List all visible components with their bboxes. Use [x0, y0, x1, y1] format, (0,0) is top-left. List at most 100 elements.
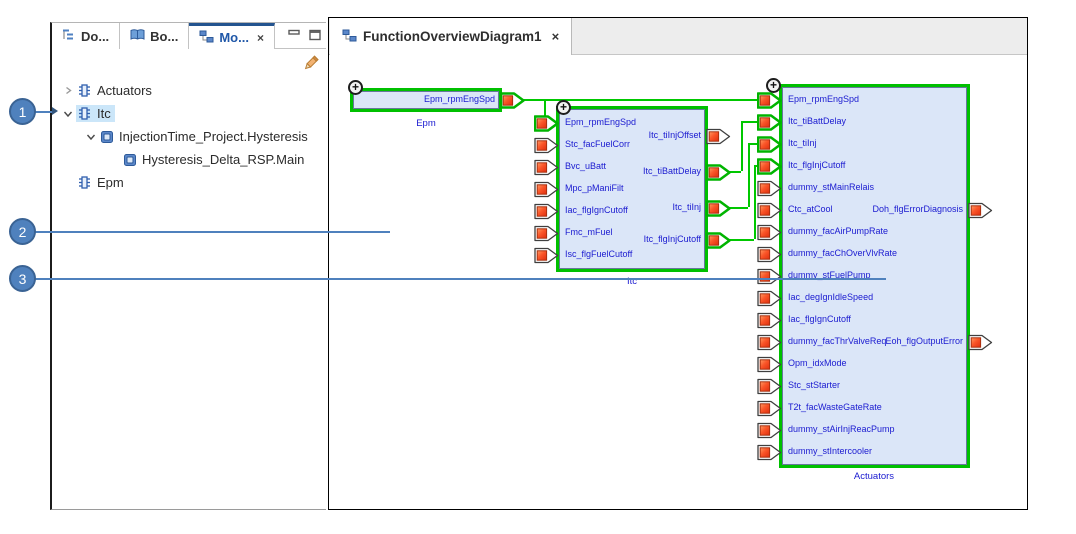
model-explorer-panel: Do... Bo... Mo... ×	[50, 22, 326, 510]
input-port-label: T2t_facWasteGateRate	[788, 402, 882, 412]
output-port-Itc_tiInjOffset[interactable]	[706, 128, 731, 145]
tree-item-label: Actuators	[97, 83, 152, 98]
model-diagram-icon	[199, 30, 214, 46]
input-port-Stc_stStarter[interactable]	[757, 378, 782, 395]
input-port-label: Ctc_atCool	[788, 204, 833, 214]
book-icon	[130, 28, 145, 44]
module-icon	[123, 153, 137, 167]
input-port-label: Opm_idxMode	[788, 358, 847, 368]
input-port-label: Stc_stStarter	[788, 380, 841, 390]
output-port-Epm_rpmEngSpd[interactable]	[499, 92, 525, 109]
output-port-Itc_tiBattDelay[interactable]	[705, 164, 731, 181]
block-body	[559, 109, 705, 269]
output-port-label: Doh_flgErrorDiagnosis	[872, 204, 963, 214]
tab-books[interactable]: Bo...	[120, 23, 190, 49]
input-port-Isc_flgFuelCutoff[interactable]	[534, 247, 559, 264]
input-port-Opm_idxMode[interactable]	[757, 356, 782, 373]
input-port-label: dummy_stFuelPump	[788, 270, 871, 280]
tree-item-itc[interactable]: Itc	[52, 102, 326, 125]
expand-icon-epm[interactable]: +	[348, 80, 363, 95]
block-caption-itc: Itc	[626, 276, 638, 287]
block-body	[353, 91, 499, 109]
connection-wire[interactable]	[523, 99, 760, 101]
tree-item-label: Itc	[97, 106, 111, 121]
block-body	[782, 87, 967, 465]
output-port-label: Epm_rpmEngSpd	[423, 94, 495, 104]
expand-icon-actuators[interactable]: +	[766, 78, 781, 93]
input-port-Itc_tiInj[interactable]	[756, 136, 782, 153]
input-port-label: Epm_rpmEngSpd	[788, 94, 860, 104]
input-port-Stc_facFuelCorr[interactable]	[534, 137, 559, 154]
expand-icon-itc[interactable]: +	[556, 100, 571, 115]
input-port-Itc_flgInjCutoff[interactable]	[756, 158, 782, 175]
input-port-Mpc_pManiFilt[interactable]	[534, 181, 559, 198]
output-port-label: Itc_tiInj	[672, 202, 701, 212]
output-port-label: Itc_flgInjCutoff	[643, 234, 701, 244]
connection-wire[interactable]	[748, 143, 750, 207]
connection-wire[interactable]	[741, 121, 743, 171]
input-port-dummy_stFuelPump[interactable]	[757, 268, 782, 285]
tab-label: Mo...	[219, 30, 249, 45]
output-port-Itc_tiInj[interactable]	[705, 200, 731, 217]
input-port-dummy_facThrValveReq[interactable]	[757, 334, 782, 351]
connection-wire[interactable]	[729, 171, 741, 173]
pencil-icon[interactable]	[301, 54, 320, 78]
connection-wire[interactable]	[729, 207, 748, 209]
input-port-label: Iac_degIgnIdleSpeed	[788, 292, 874, 302]
input-port-Itc_tiBattDelay[interactable]	[756, 114, 782, 131]
connection-wire[interactable]	[754, 165, 756, 239]
close-icon[interactable]: ×	[256, 30, 264, 45]
tree-item-injectiontime-project-hysteresis[interactable]: InjectionTime_Project.Hysteresis	[52, 125, 326, 148]
input-port-Fmc_mFuel[interactable]	[534, 225, 559, 242]
input-port-Iac_flgIgnCutoff[interactable]	[534, 203, 559, 220]
output-port-label: Itc_tiInjOffset	[648, 130, 701, 140]
output-port-Itc_flgInjCutoff[interactable]	[705, 232, 731, 249]
tab-function-overview-diagram[interactable]: FunctionOverviewDiagram1 ×	[330, 18, 573, 55]
input-port-Epm_rpmEngSpd[interactable]	[533, 115, 559, 132]
chevron-right-icon[interactable]	[60, 83, 76, 98]
callout-1-badge: 1	[9, 98, 36, 125]
connection-wire[interactable]	[741, 121, 758, 123]
chip-icon	[77, 175, 92, 190]
block-epm[interactable]	[350, 88, 502, 112]
maximize-icon[interactable]	[309, 28, 322, 46]
chevron-down-icon[interactable]	[60, 106, 76, 121]
block-caption-actuators: Actuators	[853, 471, 895, 482]
input-port-dummy_facAirPumpRate[interactable]	[757, 224, 782, 241]
input-port-Iac_flgIgnCutoff[interactable]	[757, 312, 782, 329]
outline-icon	[62, 28, 76, 44]
tree-item-actuators[interactable]: Actuators	[52, 79, 326, 102]
left-tabbar: Do... Bo... Mo... ×	[52, 23, 326, 49]
connection-wire[interactable]	[729, 239, 754, 241]
input-port-label: Mpc_pManiFilt	[565, 183, 624, 193]
tab-models[interactable]: Mo... ×	[189, 23, 275, 49]
output-port-Eoh_flgOutputError[interactable]	[968, 334, 993, 351]
connection-wire[interactable]	[754, 165, 758, 167]
tree-item-label: Hysteresis_Delta_RSP.Main	[142, 152, 305, 167]
connection-wire[interactable]	[544, 99, 546, 116]
input-port-Epm_rpmEngSpd[interactable]	[756, 92, 782, 109]
input-port-label: Iac_flgIgnCutoff	[565, 205, 628, 215]
output-port-Doh_flgErrorDiagnosis[interactable]	[968, 202, 993, 219]
minimize-icon[interactable]	[288, 28, 301, 46]
tree-item-hysteresis-delta-rsp-main[interactable]: Hysteresis_Delta_RSP.Main	[52, 148, 326, 171]
chip-icon	[77, 83, 92, 98]
tab-documents[interactable]: Do...	[52, 23, 121, 49]
connection-wire[interactable]	[748, 143, 758, 145]
input-port-Bvc_uBatt[interactable]	[534, 159, 559, 176]
input-port-label: Bvc_uBatt	[565, 161, 607, 171]
input-port-Iac_degIgnIdleSpeed[interactable]	[757, 290, 782, 307]
close-icon[interactable]: ×	[551, 29, 560, 44]
view-window-buttons	[288, 28, 322, 46]
module-icon	[100, 130, 114, 144]
input-port-dummy_stIntercooler[interactable]	[757, 444, 782, 461]
chevron-down-icon[interactable]	[83, 129, 99, 144]
input-port-dummy_stMainRelais[interactable]	[757, 180, 782, 197]
input-port-T2t_facWasteGateRate[interactable]	[757, 400, 782, 417]
input-port-Ctc_atCool[interactable]	[757, 202, 782, 219]
input-port-dummy_facChOverVlvRate[interactable]	[757, 246, 782, 263]
tree-item-epm[interactable]: Epm	[52, 171, 326, 194]
input-port-dummy_stAirInjReacPump[interactable]	[757, 422, 782, 439]
